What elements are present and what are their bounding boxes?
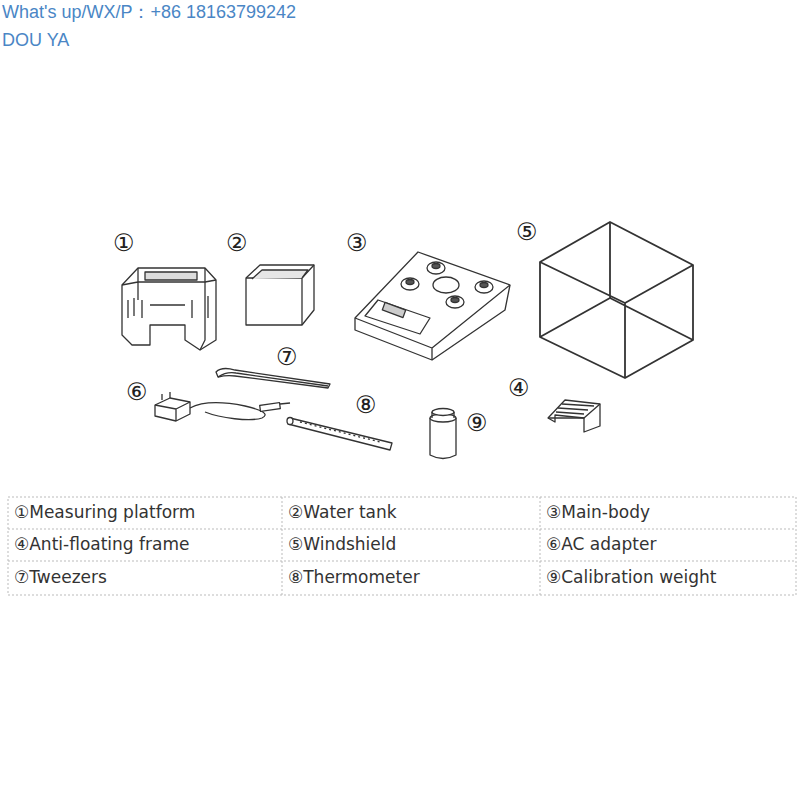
table-cell: ②Water tank xyxy=(288,503,397,523)
table-cell: ⑧Thermometer xyxy=(288,568,420,588)
callout-number: ④ xyxy=(508,375,530,403)
callout-number: ⑨ xyxy=(466,410,488,438)
table-cell: ⑨Calibration weight xyxy=(546,568,716,588)
anti-floating-frame xyxy=(548,400,600,432)
thermometer xyxy=(287,418,392,451)
calibration-weight xyxy=(430,409,456,459)
callout-number: ③ xyxy=(346,230,368,258)
table-cell: ⑥AC adapter xyxy=(546,535,656,555)
measuring-platform xyxy=(122,268,216,350)
callout-number: ⑦ xyxy=(276,344,298,372)
callout-number: ⑧ xyxy=(355,392,377,420)
main-body xyxy=(355,252,510,360)
watermark: What's up/WX/P：+86 18163799242 xyxy=(2,2,296,23)
table-cell: ①Measuring platform xyxy=(14,503,195,523)
water-tank xyxy=(246,265,314,325)
callout-number: ② xyxy=(226,230,248,258)
table-cell: ④Anti-floating frame xyxy=(14,535,189,555)
table-cell: ⑤Windshield xyxy=(288,535,396,555)
table-cell: ③Main-body xyxy=(546,503,650,523)
callout-number: ⑤ xyxy=(516,219,538,247)
callout-number: ① xyxy=(113,230,135,258)
watermark: DOU YA xyxy=(2,30,69,51)
table-cell: ⑦Tweezers xyxy=(14,568,107,588)
windshield xyxy=(540,222,693,378)
tweezers xyxy=(216,369,330,388)
ac-adapter xyxy=(155,392,290,421)
callout-number: ⑥ xyxy=(126,379,148,407)
parts-table xyxy=(8,497,796,595)
